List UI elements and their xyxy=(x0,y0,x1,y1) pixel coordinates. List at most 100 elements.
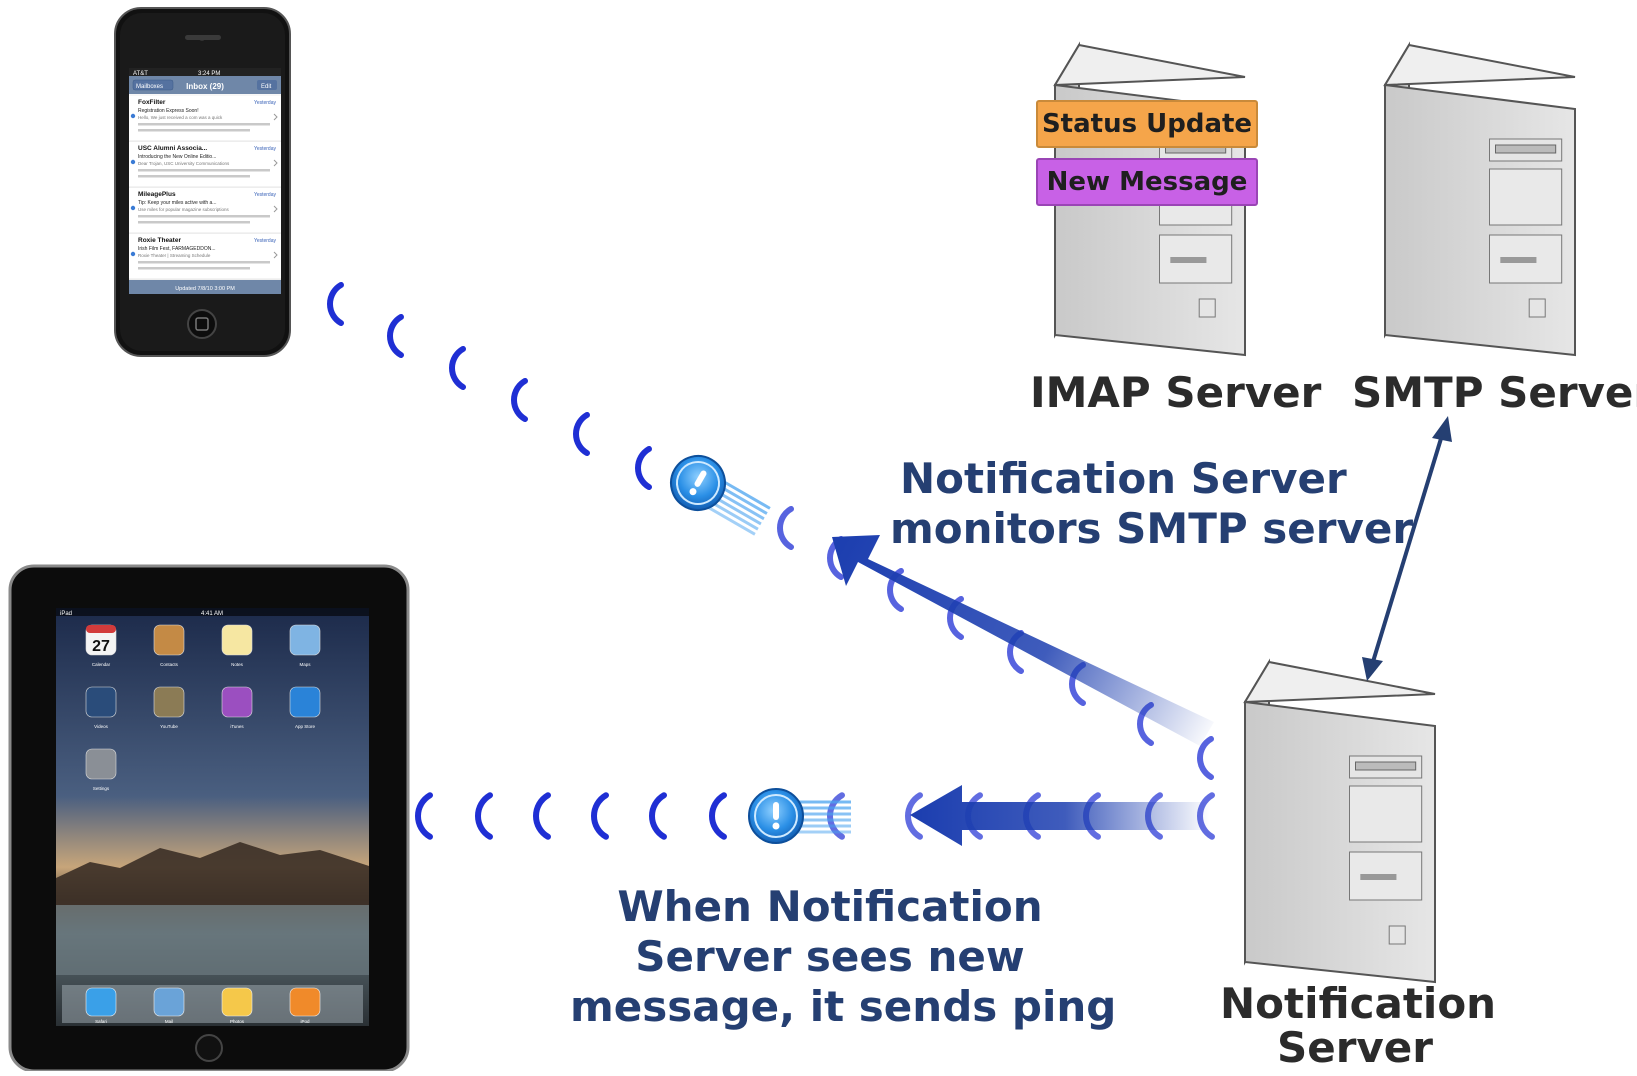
signal-wave xyxy=(533,792,551,840)
status-update-tag: Status Update xyxy=(1036,100,1258,148)
home-button[interactable] xyxy=(187,309,217,339)
inbox-title: Inbox (29) xyxy=(186,82,224,91)
app-label: Notes xyxy=(231,662,244,667)
iphone-device: AT&T 3:24 PM Mailboxes Inbox (29) Edit F… xyxy=(114,7,291,357)
ipad-home-button[interactable] xyxy=(195,1034,223,1062)
mail-preview: Use miles for popular magazine subscript… xyxy=(138,207,230,212)
app-label: Videos xyxy=(94,724,108,729)
signal-wave xyxy=(449,345,466,391)
signal-wave xyxy=(591,792,609,840)
new-message-tag: New Message xyxy=(1036,158,1258,206)
dock-label: Mail xyxy=(165,1019,173,1024)
smtp-server-label: SMTP Server xyxy=(1352,368,1637,417)
dock-icon-safari[interactable]: Safari xyxy=(85,987,117,1024)
mail-date: Yesterday xyxy=(254,238,277,244)
edit-button[interactable] xyxy=(257,80,277,90)
notification-server-tower xyxy=(1243,658,1436,984)
app-icon-youtube[interactable]: YouTube xyxy=(153,686,185,729)
mail-sender: Roxie Theater xyxy=(138,237,181,244)
mail-date: Yesterday xyxy=(254,192,277,198)
chevron-right-icon xyxy=(273,251,278,259)
app-icon-maps[interactable]: Maps xyxy=(289,624,321,667)
notification-server-label-line2: Server xyxy=(1276,1023,1434,1072)
ipad-status-left: iPad xyxy=(60,611,72,617)
ping-annotation-line2: Server sees new xyxy=(635,932,1025,981)
app-icon-settings[interactable]: Settings xyxy=(85,748,117,791)
unread-dot-icon xyxy=(130,251,136,257)
ping-annotation-line3: message, it sends ping xyxy=(570,982,1117,1031)
mailboxes-back-button[interactable] xyxy=(132,79,174,91)
signal-wave xyxy=(649,792,667,840)
dock-label: Safari xyxy=(95,1019,107,1024)
chevron-right-icon xyxy=(273,113,278,121)
mail-sender: MileagePlus xyxy=(138,191,176,198)
unread-dot-icon xyxy=(130,113,136,119)
dock-icon-ipod[interactable]: iPod xyxy=(289,987,321,1024)
signal-wave xyxy=(777,505,794,551)
monitor-annotation-line2: monitors SMTP server xyxy=(890,504,1414,553)
mail-subject: Introducing the New Online Editio... xyxy=(138,154,216,160)
ping-alert-icon-ipad xyxy=(748,788,851,844)
dock-label: Photos xyxy=(230,1019,245,1024)
notification-server-label-line1: Notification xyxy=(1220,979,1497,1028)
app-icon-itunes[interactable]: iTunes xyxy=(221,686,253,729)
signal-wave xyxy=(415,792,433,840)
ping-alert-icon-iphone xyxy=(670,455,771,536)
app-label: YouTube xyxy=(160,724,178,729)
unread-dot-icon xyxy=(130,205,136,211)
app-icon-videos[interactable]: Videos xyxy=(85,686,117,729)
mail-sender: USC Alumni Associa... xyxy=(138,145,207,152)
calendar-date: 27 xyxy=(92,638,110,655)
signal-wave xyxy=(511,377,528,423)
ipad-time: 4:41 AM xyxy=(201,611,223,617)
app-label: Calendar xyxy=(92,662,111,667)
app-label: iTunes xyxy=(230,724,244,729)
app-icon-contacts[interactable]: Contacts xyxy=(153,624,185,667)
mailboxes-back-label: Mailboxes xyxy=(136,84,163,90)
mail-subject: Registration Express Soon! xyxy=(138,108,199,114)
smtp-monitor-double-arrow xyxy=(1362,416,1452,681)
signal-wave xyxy=(905,792,923,840)
mail-updated-footer: Updated 7/8/10 3:00 PM xyxy=(175,286,235,292)
mail-subject: Tip: Keep your miles active with a... xyxy=(138,200,216,206)
mail-preview: Dear Trojan, USC University Communicatio… xyxy=(138,161,230,166)
mail-date: Yesterday xyxy=(254,146,277,152)
ping-arrow-to-iphone xyxy=(832,535,1214,746)
signal-wave xyxy=(475,792,493,840)
mail-preview: Roxie Theater | Streaming Schedule xyxy=(138,253,211,258)
iphone-time: 3:24 PM xyxy=(198,71,220,77)
mail-subject: Irish Film Fest, FARMAGEDDON... xyxy=(138,246,216,252)
mail-sender: FoxFilter xyxy=(138,99,166,106)
unread-dot-icon xyxy=(130,159,136,165)
chevron-right-icon xyxy=(273,205,278,213)
signal-wave xyxy=(709,792,727,840)
mail-list-item[interactable]: USC Alumni Associa... YesterdayIntroducin… xyxy=(129,142,281,188)
app-label: Contacts xyxy=(160,662,179,667)
signal-wave xyxy=(1197,735,1214,781)
signal-wave xyxy=(573,411,590,457)
signal-wave xyxy=(635,445,652,491)
dock-icon-mail[interactable]: Mail xyxy=(153,987,185,1024)
ping-annotation-line1: When Notification xyxy=(617,882,1043,931)
dock-icon-photos[interactable]: Photos xyxy=(221,987,253,1024)
app-label: App Store xyxy=(295,724,316,729)
signal-wave xyxy=(327,281,344,327)
mail-preview: Hello, We just received a com was a quic… xyxy=(138,115,223,120)
app-icon-notes[interactable]: Notes xyxy=(221,624,253,667)
iphone-carrier: AT&T xyxy=(133,71,148,77)
ping-arrow-to-ipad xyxy=(910,785,1212,846)
signal-wave xyxy=(387,313,404,359)
edit-label: Edit xyxy=(261,84,272,90)
dock-label: iPod xyxy=(300,1019,310,1024)
app-label: Settings xyxy=(93,786,110,791)
smtp-server-tower xyxy=(1383,41,1576,357)
chevron-right-icon xyxy=(273,159,278,167)
monitor-annotation-line1: Notification Server xyxy=(900,454,1347,503)
app-icon-app-store[interactable]: App Store xyxy=(289,686,321,729)
